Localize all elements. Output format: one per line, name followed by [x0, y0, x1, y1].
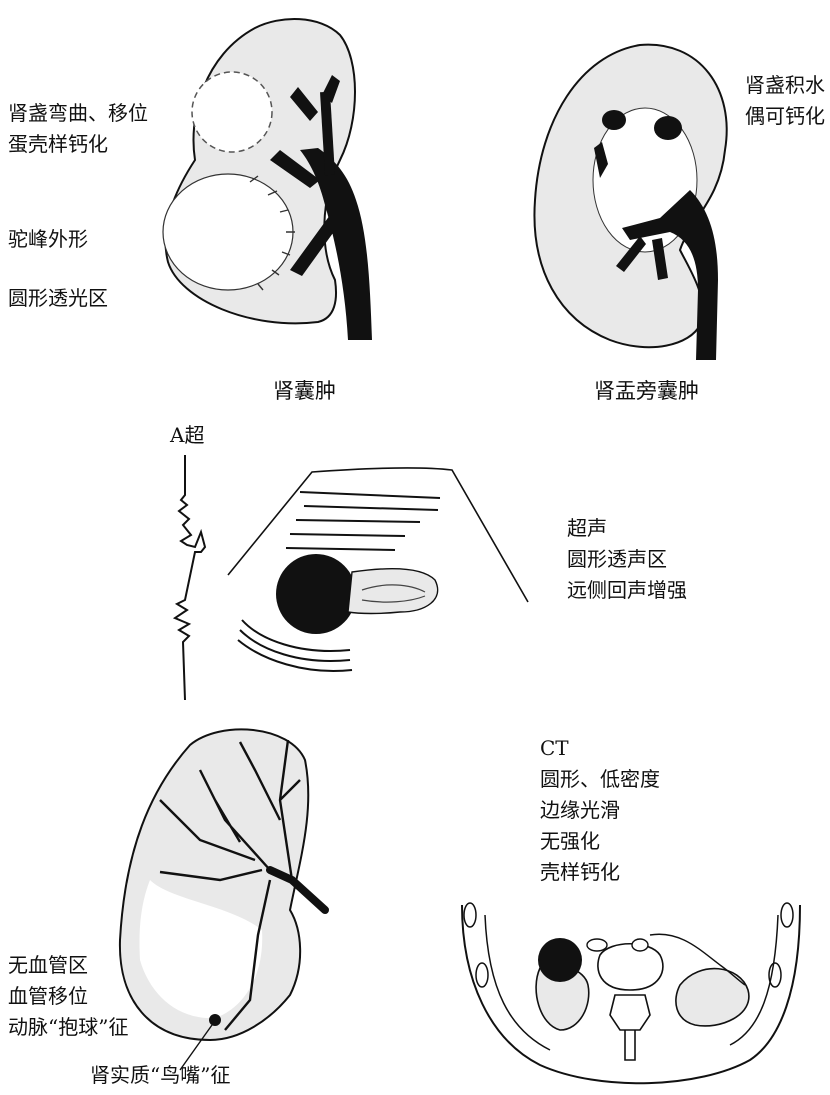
right-kidney-ct — [676, 969, 749, 1026]
cyst-anechoic — [276, 554, 356, 634]
label-ct-findings: CT 圆形、低密度 边缘光滑 无强化 壳样钙化 — [540, 733, 660, 888]
label-ultrasound-findings: 超声 圆形透声区 远侧回声增强 — [567, 513, 687, 606]
parapelvic-cyst-kidney — [534, 45, 726, 360]
beak-sign-spot — [209, 1014, 221, 1026]
dilated-calyx-2 — [654, 116, 682, 140]
echo-lines-top — [286, 492, 440, 550]
ultrasound-figure — [175, 455, 528, 700]
vertebra — [598, 944, 663, 1060]
caption-parapelvic-cyst: 肾盂旁囊肿 — [594, 375, 699, 405]
ivc — [632, 939, 648, 951]
label-angio-findings: 无血管区 血管移位 动脉“抱球”征 — [8, 950, 128, 1043]
calyx-branch-2 — [325, 92, 330, 175]
angiography-figure — [120, 729, 325, 1070]
label-beak-sign: 肾实质“鸟嘴”征 — [90, 1060, 230, 1091]
label-a-mode: A超 — [170, 420, 204, 451]
label-round-lucency: 圆形透光区 — [8, 283, 108, 314]
label-hydrocalyx: 肾盏积水 偶可钙化 — [745, 70, 825, 132]
rib-right — [781, 903, 793, 927]
cyst-upper — [192, 72, 272, 152]
ct-cyst — [538, 938, 582, 982]
rib-left — [464, 903, 476, 927]
rib-left-2 — [476, 963, 488, 987]
dilated-calyx-1 — [602, 110, 626, 130]
cyst-lower — [163, 174, 293, 290]
ct-figure — [462, 903, 800, 1083]
label-calyx-distortion: 肾盏弯曲、移位 蛋壳样钙化 — [8, 98, 148, 160]
aorta — [587, 939, 607, 951]
renal-cyst-kidney — [163, 19, 372, 340]
label-hump-contour: 驼峰外形 — [8, 224, 88, 255]
caption-renal-cyst: 肾囊肿 — [273, 375, 336, 405]
a-mode-trace — [175, 455, 205, 700]
rib-right-2 — [769, 963, 781, 987]
